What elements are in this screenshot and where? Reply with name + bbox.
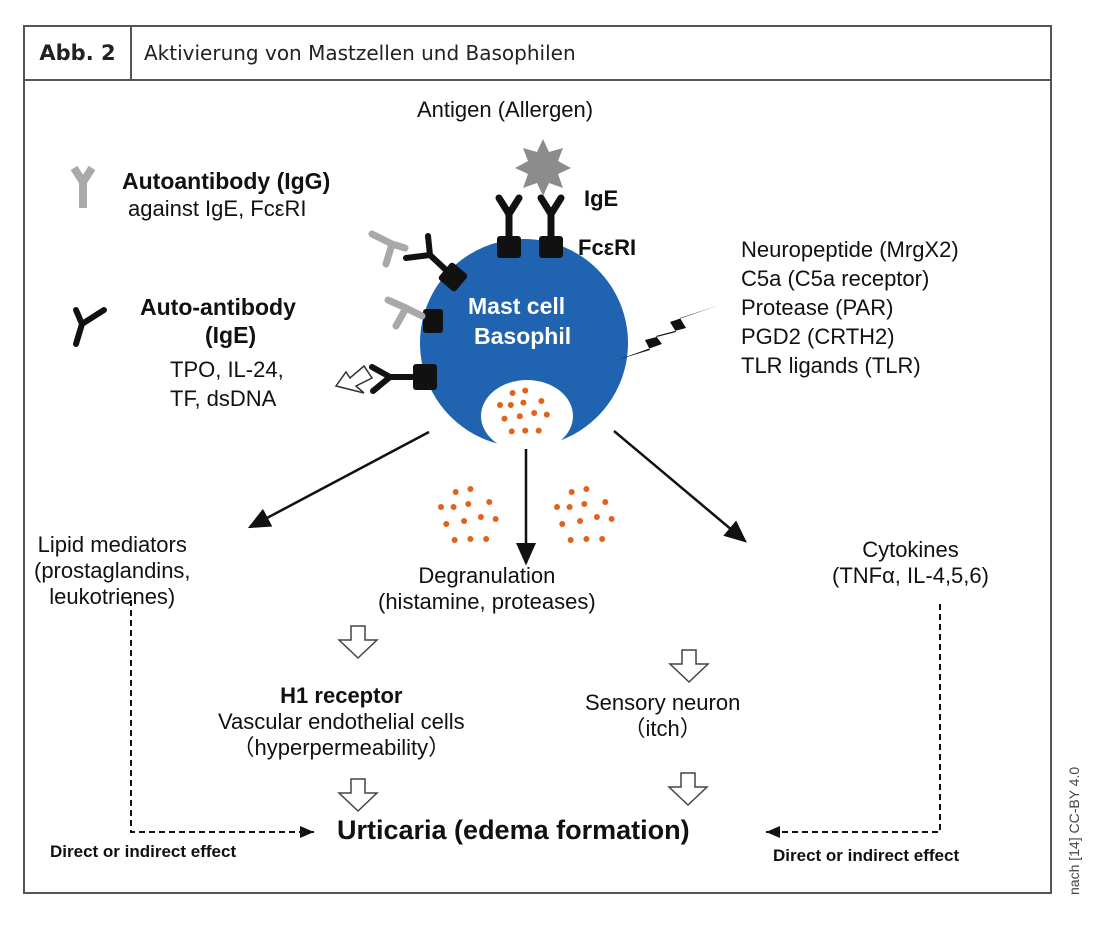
dashed-connector-left	[130, 600, 314, 838]
hollow-arrow-down-icon	[667, 772, 709, 807]
vesicle-granules	[497, 387, 550, 435]
fceri-receptor-5	[413, 364, 437, 390]
antigen-star-icon	[515, 139, 571, 196]
granule-dot	[593, 514, 600, 520]
fceri-receptor-1	[497, 236, 521, 258]
cytokines-label: Cytokines (TNFα, IL-4,5,6)	[832, 537, 989, 588]
granule-dot	[520, 399, 527, 406]
credit-label: nach [14] CC-BY 4.0	[1066, 766, 1082, 895]
granule-dot	[559, 521, 566, 527]
igg-title: Autoantibody (IgG)	[122, 168, 331, 194]
granule-dot	[599, 536, 606, 542]
urticaria-label: Urticaria (edema formation)	[337, 815, 690, 845]
granule-dot	[465, 501, 472, 507]
lipid-mediators-label: Lipid mediators (prostaglandins, leukotr…	[34, 532, 191, 609]
figure-number: Abb. 2	[25, 27, 132, 79]
lightning-icon	[617, 305, 720, 360]
granule-dot	[583, 536, 590, 542]
stimulus-item: Protease (PAR)	[741, 295, 894, 320]
ige-antibody-icon	[495, 194, 565, 240]
granule-dot	[486, 499, 493, 505]
ige-label: IgE	[584, 186, 619, 211]
granule-dot	[477, 514, 484, 520]
direct-effect-left: Direct or indirect effect	[50, 842, 237, 861]
arrow-to-lipid	[247, 430, 430, 529]
granule-vesicle	[481, 380, 573, 452]
granule-dot	[509, 390, 516, 396]
ige-targets-1: TPO, IL-24,	[170, 357, 284, 382]
ige-on-receptor-icon	[369, 233, 449, 394]
stimulus-item: TLR ligands (TLR)	[741, 353, 921, 378]
granule-dot	[602, 499, 609, 505]
fceri-label: FcεRI	[578, 235, 637, 260]
stimulus-item: PGD2 (CRTH2)	[741, 324, 895, 349]
released-granules	[438, 486, 615, 543]
granule-dot	[522, 427, 529, 434]
cell-label-1: Mast cell	[468, 293, 566, 319]
figure-title: Aktivierung von Mastzellen und Basophile…	[144, 41, 576, 65]
granule-dot	[451, 537, 458, 543]
fceri-receptor-4	[423, 309, 443, 333]
granule-dot	[531, 410, 538, 416]
granule-dot	[461, 518, 468, 524]
antigen-label: Antigen (Allergen)	[417, 97, 594, 122]
granule-dot	[452, 489, 459, 495]
arrow-to-cytokines	[613, 430, 747, 543]
granule-dot	[516, 413, 523, 420]
igg-legend-icon	[70, 165, 96, 208]
ige-auto-title-2: (IgE)	[205, 322, 257, 348]
granule-dot	[483, 536, 490, 542]
stimulus-item: C5a (C5a receptor)	[741, 266, 930, 291]
granule-dot	[554, 504, 560, 510]
figure-header: Abb. 2 Aktivierung von Mastzellen und Ba…	[23, 25, 1052, 81]
mast-cell	[420, 239, 628, 447]
stimulus-item: Neuropeptide (MrgX2)	[741, 237, 959, 262]
granule-dot	[501, 415, 508, 422]
dashed-connector-right	[766, 604, 941, 838]
sensory-neuron-label: Sensory neuron （itch）	[585, 690, 741, 741]
fceri-receptor-2	[539, 236, 563, 258]
granule-dot	[577, 518, 584, 524]
cell-label-2: Basophil	[474, 323, 572, 349]
degranulation-label: Degranulation (histamine, proteases)	[378, 563, 596, 614]
granule-dot	[507, 402, 514, 408]
granule-dot	[492, 516, 499, 522]
granule-dot	[438, 504, 444, 510]
granule-dot	[566, 504, 573, 510]
granule-dot	[467, 486, 474, 492]
granule-dot	[508, 428, 515, 435]
granule-dot	[538, 398, 545, 404]
granule-dot	[568, 489, 575, 495]
h1-receptor-label: H1 receptor Vascular endothelial cells （…	[218, 683, 465, 760]
granule-dot	[583, 486, 590, 492]
hollow-arrow-down-icon	[337, 778, 379, 813]
granule-dot	[535, 427, 542, 434]
hollow-arrow-right-icon	[334, 364, 374, 394]
igg-subtitle: against IgE, FcεRI	[128, 196, 307, 221]
granule-dot	[567, 537, 574, 543]
granule-dot	[543, 411, 550, 418]
stimuli-list: Neuropeptide (MrgX2) C5a (C5a receptor) …	[741, 235, 959, 380]
ige-auto-title-1: Auto-antibody	[140, 294, 296, 320]
granule-dot	[581, 501, 588, 507]
granule-dot	[443, 521, 450, 527]
granule-dot	[497, 402, 503, 408]
ige-targets-2: TF, dsDNA	[170, 386, 277, 411]
granule-dot	[467, 536, 474, 542]
ige-legend-icon	[73, 307, 107, 347]
direct-effect-right: Direct or indirect effect	[773, 846, 960, 865]
granule-dot	[608, 516, 615, 522]
igg-autoantibody-bound-icon	[368, 230, 426, 330]
granule-dot	[522, 387, 529, 394]
hollow-arrow-down-icon	[337, 625, 379, 660]
hollow-arrow-down-icon	[668, 649, 710, 684]
granule-dot	[450, 504, 457, 510]
